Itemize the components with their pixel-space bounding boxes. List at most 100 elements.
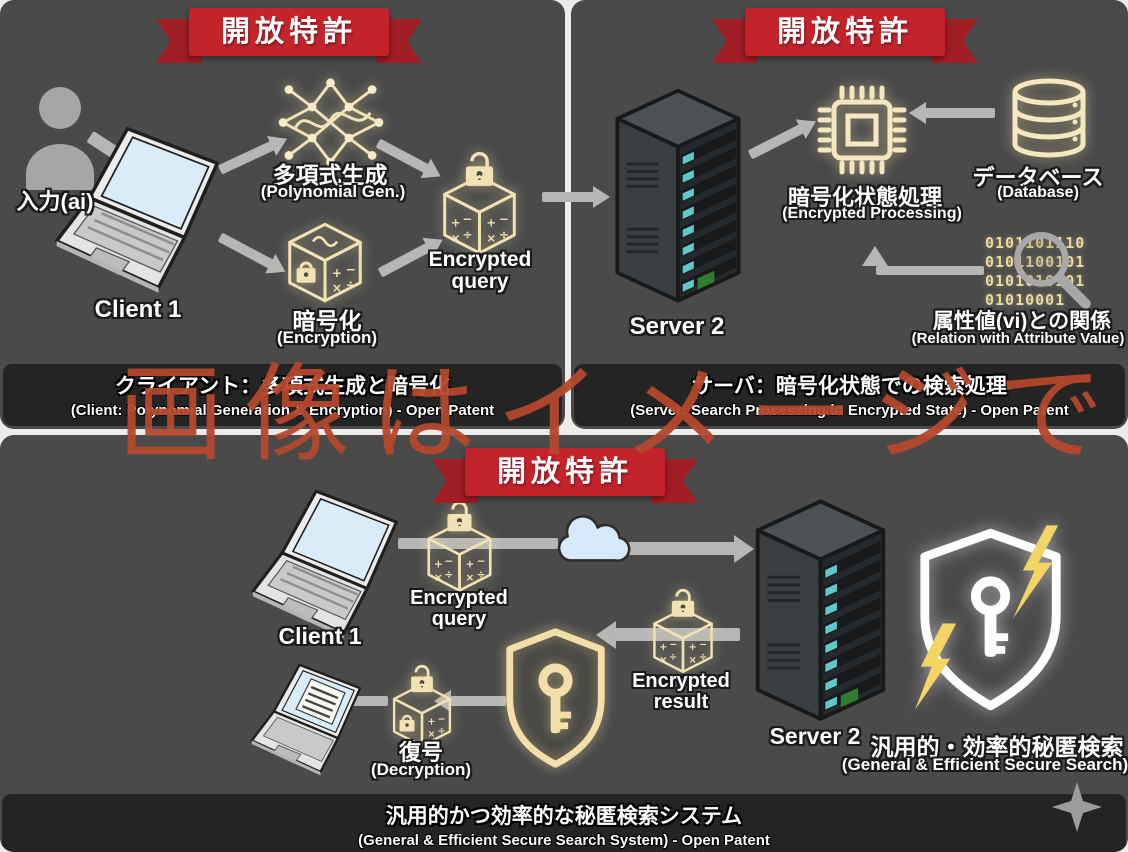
database-label-en: (Database)	[997, 184, 1079, 201]
server-rack-icon	[615, 88, 741, 303]
open-patent-ribbon: 開放特許	[431, 448, 699, 503]
system-caption-jp: 汎用的かつ効率的な秘匿検索システム	[385, 805, 743, 828]
svg-text:÷: ÷	[477, 569, 486, 581]
svg-text:−: −	[499, 212, 509, 226]
svg-text:×: ×	[332, 281, 342, 295]
server-caption-jp: サーバ：暗号化状態での検索処理	[692, 375, 1007, 398]
arrow	[542, 192, 594, 202]
svg-text:×: ×	[427, 729, 435, 740]
secure-search-label-en: (General & Efficient Secure Search)	[841, 755, 1128, 774]
encrypted-result-label-1: Encrypted	[632, 670, 730, 692]
svg-text:+: +	[451, 216, 461, 230]
database-icon	[1012, 78, 1086, 158]
arrow	[450, 696, 506, 706]
svg-text:×: ×	[434, 572, 443, 584]
server-caption: サーバ：暗号化状態での検索処理 (Server: Search Processi…	[574, 364, 1125, 426]
laptop-icon	[54, 126, 219, 293]
arrow-shaft	[876, 266, 984, 275]
decryption-label-en: (Decryption)	[370, 760, 472, 779]
svg-text:÷: ÷	[445, 569, 454, 581]
ribbon-title: 開放特許	[464, 448, 666, 496]
polynomial-network-icon	[278, 78, 384, 167]
svg-text:+: +	[659, 642, 667, 653]
arrow-shaft	[398, 538, 558, 549]
svg-text:×: ×	[659, 655, 667, 666]
server-label: Server 2	[629, 313, 725, 340]
server-panel: 開放特許 Server	[571, 0, 1128, 429]
svg-text:−: −	[699, 639, 707, 650]
ribbon-title: 開放特許	[188, 8, 390, 56]
client-caption-jp: クライアント：多項式生成と暗号化	[114, 375, 451, 398]
svg-text:÷: ÷	[699, 652, 707, 663]
decryption-cube-icon: +− ×÷	[392, 664, 452, 747]
arrow	[925, 108, 995, 118]
server-rack-icon	[755, 499, 886, 721]
svg-text:+: +	[434, 558, 443, 570]
server-label: Server 2	[769, 723, 861, 749]
svg-text:+: +	[486, 216, 496, 230]
secure-search-label-jp: 汎用的・効率的秘匿検索	[870, 734, 1124, 760]
secure-search-shield-icon	[915, 525, 1061, 711]
chip-icon	[817, 85, 907, 175]
laptop-icon	[251, 489, 398, 638]
svg-text:×: ×	[451, 231, 461, 245]
svg-text:+: +	[427, 717, 435, 728]
sparkle-icon	[1052, 782, 1102, 832]
arrow	[377, 242, 431, 278]
svg-text:−: −	[346, 262, 356, 276]
svg-text:−: −	[445, 555, 454, 567]
client-caption: クライアント：多項式生成と暗号化 (Client: Polynomial Gen…	[3, 364, 562, 426]
watermark-text: 画像はイメージです	[118, 353, 1128, 476]
svg-text:×: ×	[466, 572, 475, 584]
encrypted-query-cube-icon: +− ×÷ +− ×÷	[427, 501, 492, 592]
encrypted-result-cube-icon: +− ×÷ +− ×÷	[653, 588, 713, 674]
cloud-icon	[557, 515, 631, 562]
svg-text:÷: ÷	[438, 726, 446, 737]
polynomial-label-en: (Polynomial Gen.)	[260, 182, 406, 201]
attribute-label-jp: 属性値(vi)との関係	[932, 310, 1112, 333]
processing-label-en: (Encrypted Processing)	[782, 205, 962, 222]
client-caption-en: (Client: Polynomial Generation & Encrypt…	[70, 402, 495, 419]
svg-text:÷: ÷	[463, 227, 473, 241]
svg-text:×: ×	[689, 655, 697, 666]
decryption-label-jp: 復号	[398, 740, 444, 765]
encryption-cube-icon: +− × ÷	[288, 222, 362, 303]
client-label: Client 1	[94, 296, 182, 323]
svg-text:×: ×	[486, 231, 496, 245]
server-caption-en: (Server: Search Processing in Encrypted …	[630, 402, 1069, 419]
svg-text:+: +	[466, 558, 475, 570]
system-caption: 汎用的かつ効率的な秘匿検索システム (General & Efficient S…	[2, 794, 1126, 852]
arrow	[628, 542, 738, 555]
input-label: 入力(ai)	[16, 189, 94, 214]
svg-text:+: +	[332, 266, 342, 280]
client-panel: 開放特許 入力(ai) Client 1	[0, 0, 565, 429]
attribute-label-en: (Relation with Attribute Value)	[911, 330, 1125, 347]
svg-text:÷: ÷	[499, 227, 509, 241]
client-label: Client 1	[278, 623, 362, 649]
system-panel: 開放特許 Client 1	[0, 435, 1128, 852]
svg-text:−: −	[438, 714, 446, 725]
encryption-label-en: (Encryption)	[276, 328, 378, 347]
open-patent-ribbon: 開放特許	[155, 8, 423, 63]
magnifier-icon	[1014, 232, 1091, 309]
result-laptop-icon	[250, 663, 362, 776]
database-label-jp: データベース	[972, 165, 1104, 190]
encrypted-query-label-2: query	[451, 270, 509, 293]
encrypted-query-label-1: Encrypted	[428, 248, 532, 271]
processing-label-jp: 暗号化状態処理	[787, 185, 943, 210]
svg-text:÷: ÷	[346, 278, 356, 292]
svg-text:−: −	[669, 639, 677, 650]
arrow-head-up	[862, 246, 888, 266]
person-icon	[26, 87, 94, 190]
system-caption-en: (General & Efficient Secure Search Syste…	[358, 832, 770, 849]
svg-text:−: −	[477, 555, 486, 567]
arrow	[340, 696, 388, 706]
encrypted-query-label-2: query	[431, 608, 487, 630]
svg-text:+: +	[689, 642, 697, 653]
polynomial-label-jp: 多項式生成	[272, 162, 388, 188]
key-shield-icon	[506, 628, 605, 768]
encryption-label-jp: 暗号化	[292, 308, 362, 334]
arrow	[747, 124, 804, 160]
encrypted-query-cube-icon: +− ×÷ +− ×÷	[443, 152, 516, 255]
svg-text:÷: ÷	[669, 652, 677, 663]
